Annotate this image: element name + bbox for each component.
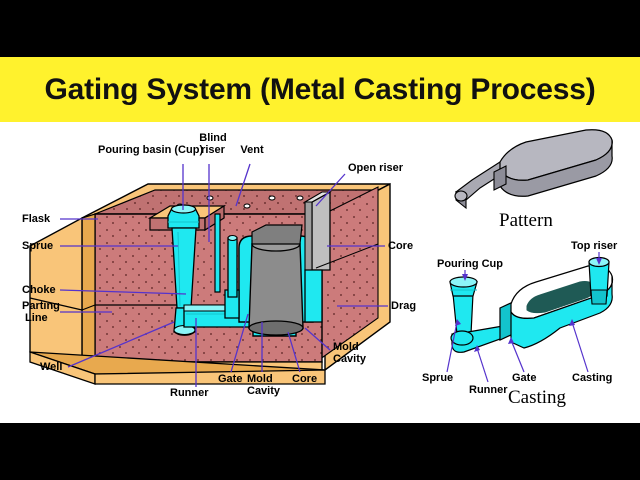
diagram-graphics — [29, 129, 614, 387]
mold-label-gate: Gate — [218, 373, 243, 385]
casting-shape — [449, 256, 614, 353]
casting-sprue — [449, 276, 478, 335]
mold-leader-lines — [59, 163, 388, 387]
vent-channel — [214, 213, 221, 293]
page-title: Gating System (Metal Casting Process) — [44, 72, 596, 106]
casting-label-casting: Casting — [572, 372, 613, 384]
mold-label-open-riser: Open riser — [348, 162, 404, 174]
mold-label-parting-line: Parting Line — [22, 300, 60, 324]
core-body — [248, 224, 304, 336]
pouring-basin-3d — [147, 204, 227, 232]
casting-caption: Casting — [508, 387, 567, 408]
mold-label-vent: Vent — [240, 144, 264, 156]
title-banner: Gating System (Metal Casting Process) — [0, 57, 640, 122]
casting-label-runner: Runner — [469, 384, 508, 396]
letterbox-top — [0, 0, 640, 57]
casting-label-top-riser: Top riser — [571, 240, 618, 252]
casting-top-riser — [588, 256, 610, 305]
open-riser — [302, 190, 333, 323]
letterbox-bottom — [0, 423, 640, 480]
casting-label-pouring-cup: Pouring Cup — [437, 258, 503, 270]
mold-label-core-right: Core — [388, 240, 414, 252]
pattern-shape — [454, 129, 613, 210]
blind-riser — [227, 234, 238, 298]
mold-label-runner: Runner — [170, 387, 209, 399]
casting-label-gate: Gate — [512, 372, 537, 384]
mold-label-flask: Flask — [22, 213, 51, 225]
casting-label-sprue: Sprue — [422, 372, 454, 384]
mold-label-choke: Choke — [22, 284, 56, 296]
mold-label-drag: Drag — [391, 300, 417, 312]
mold-label-well: Well — [40, 361, 63, 373]
sprue-channel — [171, 227, 197, 309]
mold-label-sprue: Sprue — [22, 240, 54, 252]
mold-label-pouring-basin: Pouring basin (Cup) — [98, 144, 204, 156]
mold-label-core-bottom: Core — [292, 373, 318, 385]
mold-box — [29, 182, 391, 385]
pattern-caption: Pattern — [499, 210, 553, 231]
casting-runner — [450, 325, 504, 353]
casting-arrowheads — [455, 258, 602, 352]
